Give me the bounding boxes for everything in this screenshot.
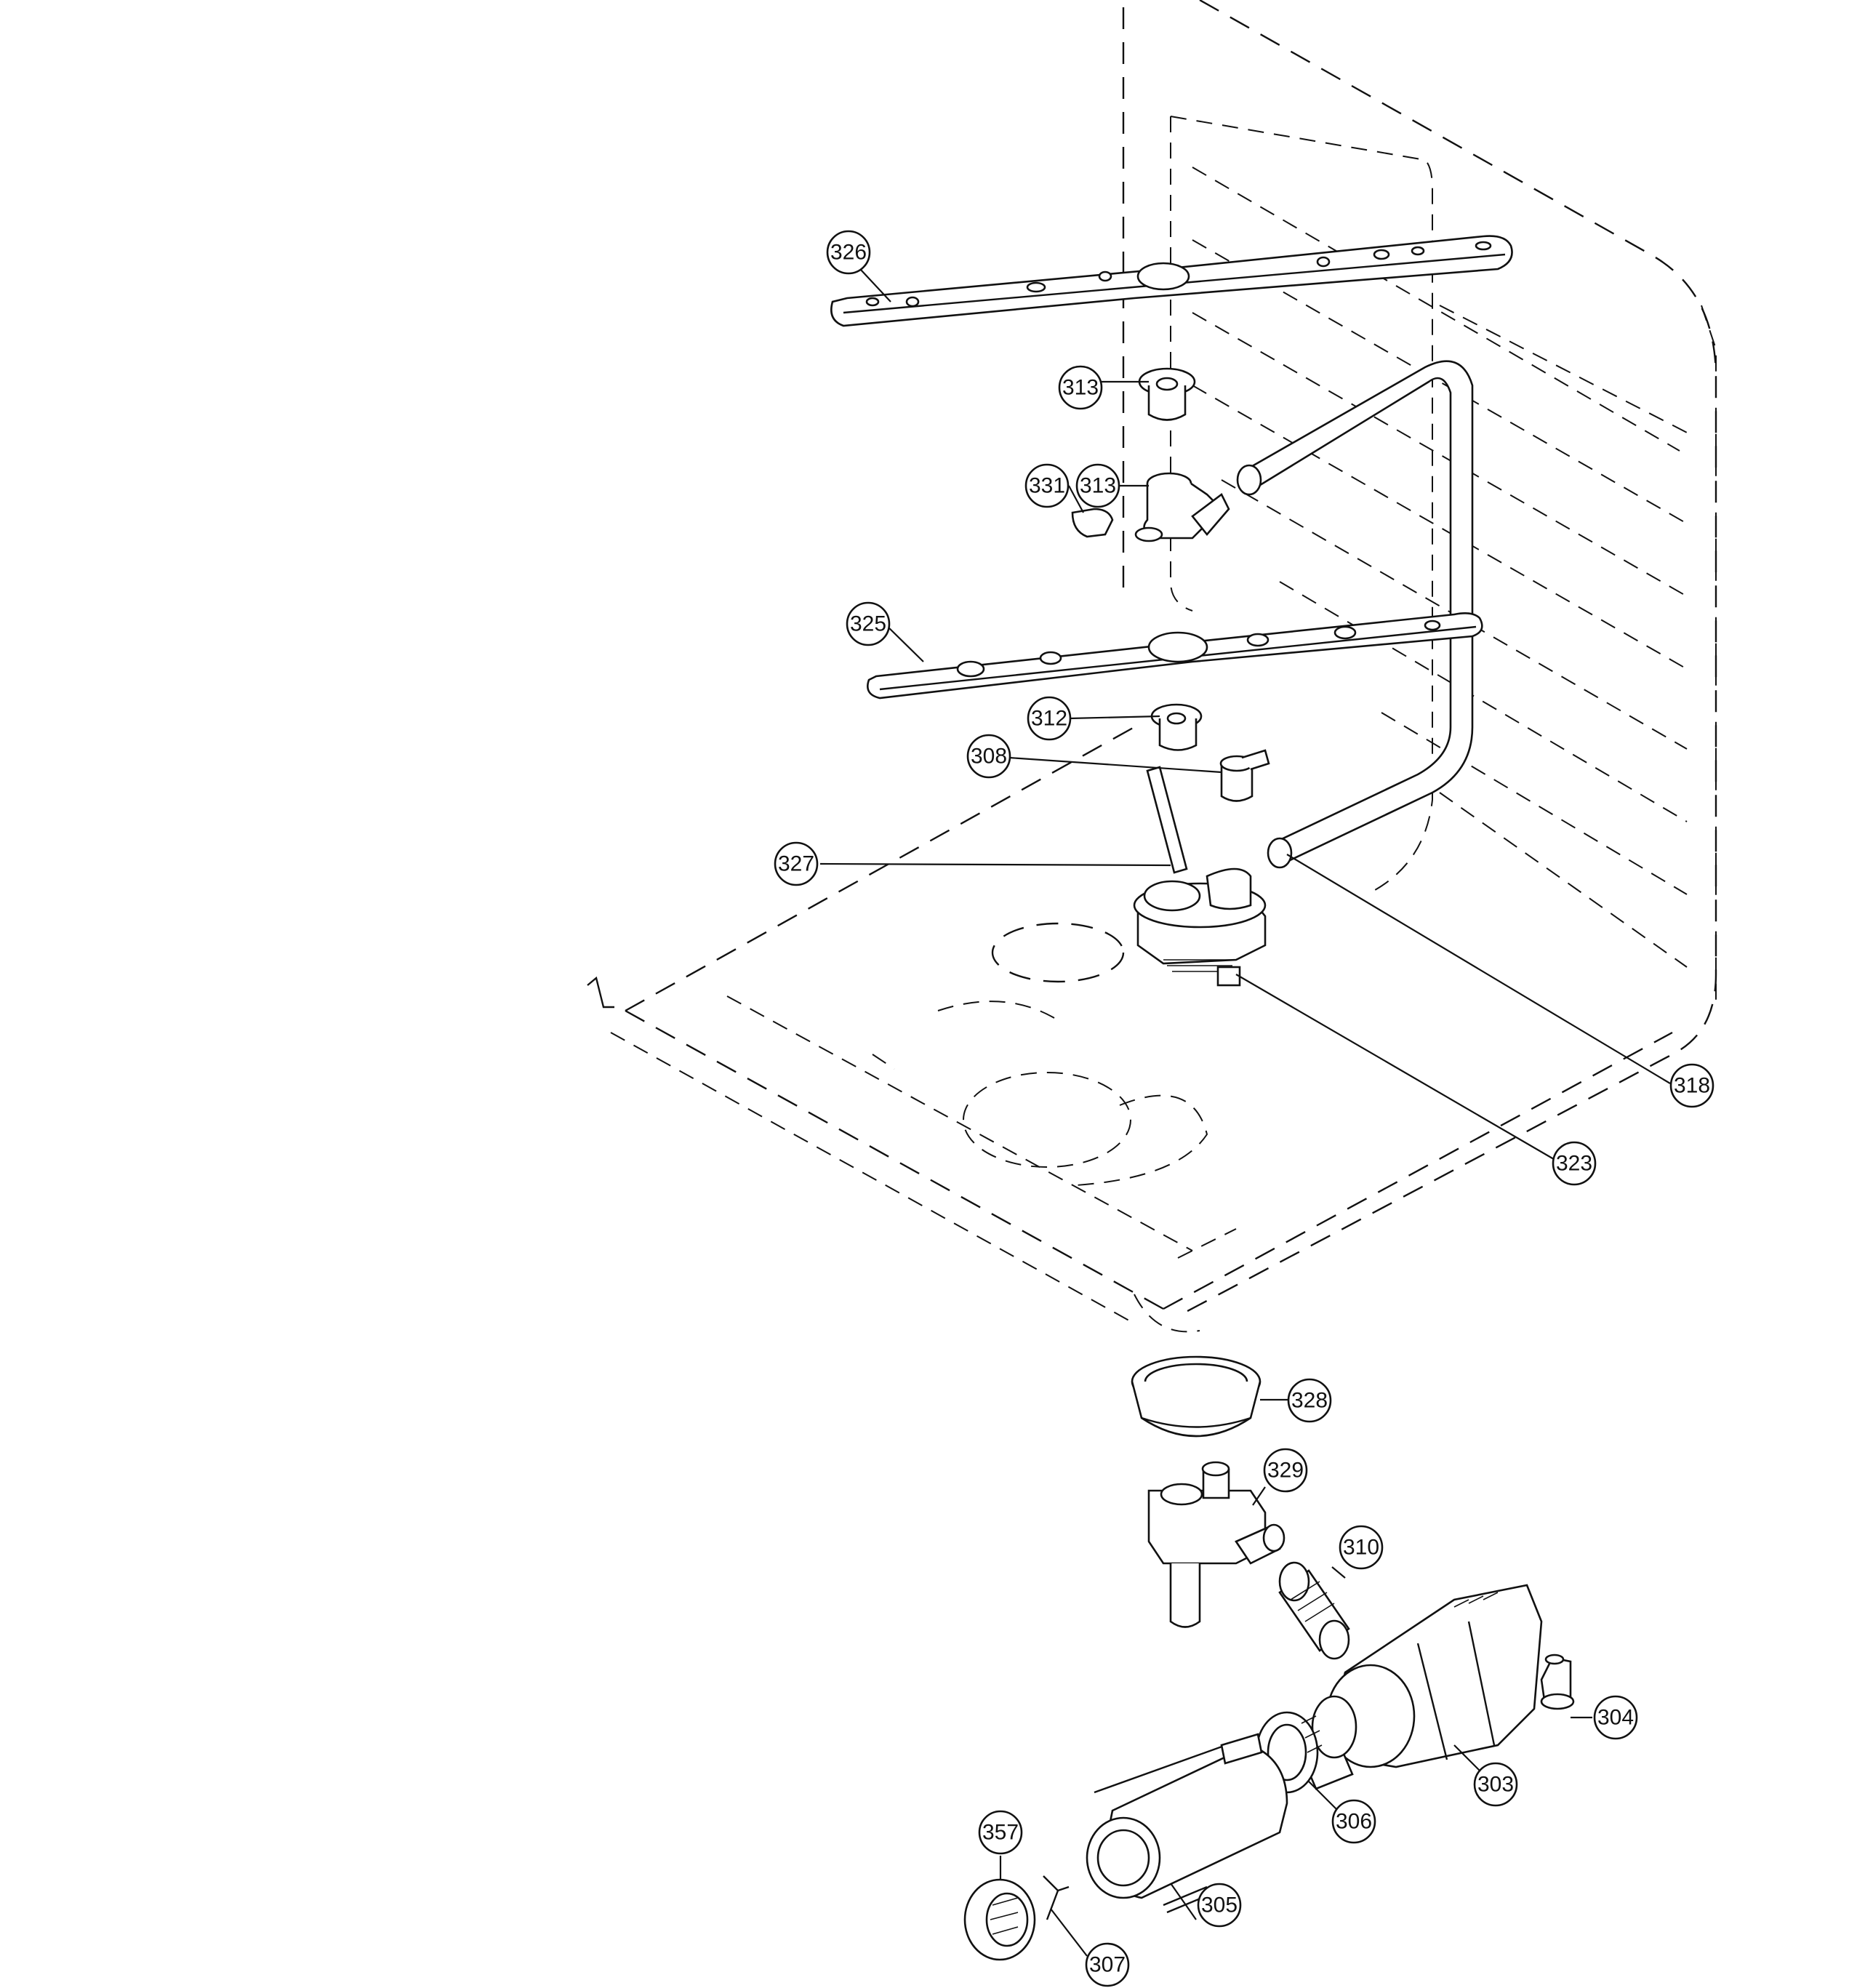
callout-357: 357 [978,1810,1023,1855]
callout-331: 331 [1024,463,1070,508]
diverter-329-part [1147,1461,1286,1628]
svg-text:308: 308 [971,745,1007,769]
callout-313-upper: 313 [1058,365,1103,410]
svg-text:328: 328 [1291,1389,1328,1413]
clip-331-part [1071,508,1114,538]
coupling-310-part [1278,1561,1350,1660]
svg-text:327: 327 [778,852,814,876]
svg-text:307: 307 [1089,1953,1126,1977]
svg-text:312: 312 [1031,707,1067,731]
callout-328: 328 [1287,1378,1332,1423]
svg-text:329: 329 [1267,1459,1304,1483]
svg-text:313: 313 [1062,376,1099,400]
callout-313-lower: 313 [1075,463,1120,508]
hub-312-part [1150,703,1203,751]
callout-304: 304 [1593,1695,1638,1740]
cap-308-part [1219,749,1270,802]
callout-325: 325 [846,601,891,646]
svg-text:323: 323 [1556,1152,1592,1176]
callout-306: 306 [1331,1799,1376,1844]
svg-text:306: 306 [1336,1810,1372,1834]
clamp-307-part [1043,1875,1070,1920]
callout-312: 312 [1027,696,1072,741]
callout-318: 318 [1669,1063,1714,1108]
svg-text:331: 331 [1029,474,1065,498]
seal-357-part [963,1878,1036,1961]
callout-329: 329 [1263,1448,1308,1493]
upper-spray-arm-part [830,235,1513,327]
leader-lines [819,268,1671,1957]
svg-text:303: 303 [1477,1773,1514,1797]
svg-text:325: 325 [850,612,886,636]
callout-303: 303 [1473,1762,1518,1807]
svg-text:357: 357 [982,1821,1019,1845]
svg-text:318: 318 [1674,1074,1710,1098]
svg-text:305: 305 [1201,1893,1238,1917]
callout-323: 323 [1552,1141,1597,1186]
callout-326: 326 [826,230,871,275]
feed-tube-318-part [1236,360,1474,869]
lower-spray-arm-part [867,612,1483,700]
callout-308: 308 [966,734,1011,779]
svg-text:310: 310 [1343,1536,1379,1560]
svg-text:326: 326 [830,241,867,265]
fitting-304-part [1540,1654,1575,1710]
svg-text:304: 304 [1597,1706,1634,1730]
manifold-313-lower-part [1134,472,1230,542]
heater-housing-305-part [1086,1733,1288,1914]
callout-327: 327 [774,841,819,886]
callout-307: 307 [1085,1942,1130,1987]
callout-305: 305 [1197,1883,1242,1928]
svg-text:313: 313 [1080,474,1116,498]
hub-313-upper-part [1138,367,1196,421]
ring-nut-328-part [1131,1355,1262,1438]
callout-310: 310 [1339,1525,1384,1570]
